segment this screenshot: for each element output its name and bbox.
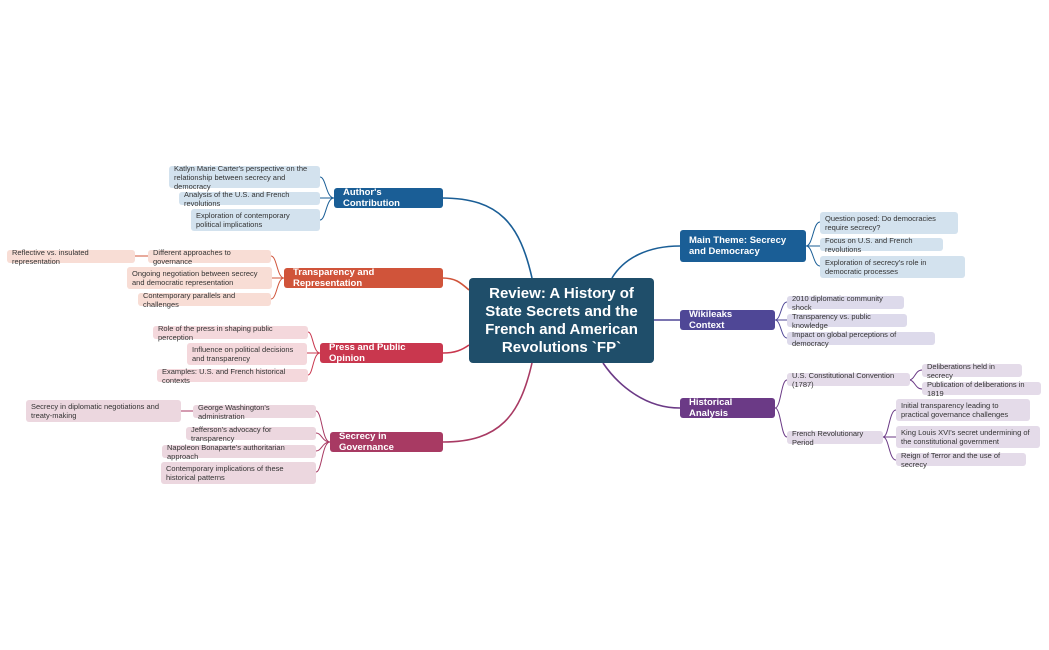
main-theme-item-focus[interactable]: Focus on U.S. and French revolutions xyxy=(820,236,943,254)
us-subitem-deliberations-secrecy[interactable]: Deliberations held in secrecy xyxy=(922,362,1022,380)
wikileaks-item-transparency[interactable]: Transparency vs. public knowledge xyxy=(787,312,907,330)
wikileaks-item-2010[interactable]: 2010 diplomatic community shock xyxy=(787,294,904,312)
connector-press xyxy=(442,344,470,354)
connector-secrecy xyxy=(442,362,533,443)
transparency-item-parallels[interactable]: Contemporary parallels and challenges xyxy=(138,291,271,309)
branch-transparency-representation[interactable]: Transparency and Representation xyxy=(284,267,443,289)
fr-subitem-initial-transparency[interactable]: Initial transparency leading to practica… xyxy=(896,399,1030,421)
historical-item-french-period[interactable]: French Revolutionary Period xyxy=(787,429,883,447)
main-theme-item-exploration[interactable]: Exploration of secrecy's role in democra… xyxy=(820,256,965,278)
connector-transparency xyxy=(441,277,470,291)
central-topic[interactable]: Review: A History of State Secrets and t… xyxy=(469,278,654,363)
main-theme-item-question[interactable]: Question posed: Do democracies require s… xyxy=(820,212,958,234)
branch-authors-contribution[interactable]: Author's Contribution xyxy=(334,187,443,209)
secrecy-item-jefferson[interactable]: Jefferson's advocacy for transparency xyxy=(186,425,316,443)
branch-historical-analysis[interactable]: Historical Analysis xyxy=(680,397,775,419)
press-item-influence[interactable]: Influence on political decisions and tra… xyxy=(187,343,307,365)
branch-secrecy-governance[interactable]: Secrecy in Governance xyxy=(330,431,443,453)
author-item-analysis[interactable]: Analysis of the U.S. and French revoluti… xyxy=(179,190,320,208)
secrecy-item-washington[interactable]: George Washington's administration xyxy=(193,403,316,421)
branch-main-theme[interactable]: Main Theme: Secrecy and Democracy xyxy=(680,230,806,262)
transparency-subitem-reflective[interactable]: Reflective vs. insulated representation xyxy=(7,248,135,266)
press-item-examples[interactable]: Examples: U.S. and French historical con… xyxy=(157,367,308,385)
branch-press-public-opinion[interactable]: Press and Public Opinion xyxy=(320,342,443,364)
author-item-carter-perspective[interactable]: Katlyn Marie Carter's perspective on the… xyxy=(169,164,320,191)
author-item-exploration[interactable]: Exploration of contemporary political im… xyxy=(191,209,320,231)
connector-main-theme xyxy=(611,245,681,279)
fr-subitem-reign-of-terror[interactable]: Reign of Terror and the use of secrecy xyxy=(896,451,1026,469)
transparency-item-negotiation[interactable]: Ongoing negotiation between secrecy and … xyxy=(127,267,272,289)
secrecy-subitem-diplomatic[interactable]: Secrecy in diplomatic negotiations and t… xyxy=(26,400,181,422)
fr-subitem-louis-xvi[interactable]: King Louis XVI's secret undermining of t… xyxy=(896,426,1040,448)
us-subitem-publication-1819[interactable]: Publication of deliberations in 1819 xyxy=(922,380,1041,398)
transparency-item-approaches[interactable]: Different approaches to governance xyxy=(148,248,271,266)
secrecy-item-napoleon[interactable]: Napoleon Bonaparte's authoritarian appro… xyxy=(162,443,316,461)
secrecy-item-contemporary[interactable]: Contemporary implications of these histo… xyxy=(161,462,316,484)
historical-item-us-convention[interactable]: U.S. Constitutional Convention (1787) xyxy=(787,371,910,389)
connector-author xyxy=(441,197,533,279)
press-item-role[interactable]: Role of the press in shaping public perc… xyxy=(153,324,308,342)
wikileaks-item-impact[interactable]: Impact on global perceptions of democrac… xyxy=(787,330,935,348)
branch-wikileaks-context[interactable]: Wikileaks Context xyxy=(680,309,775,331)
connector-historical xyxy=(602,362,681,409)
